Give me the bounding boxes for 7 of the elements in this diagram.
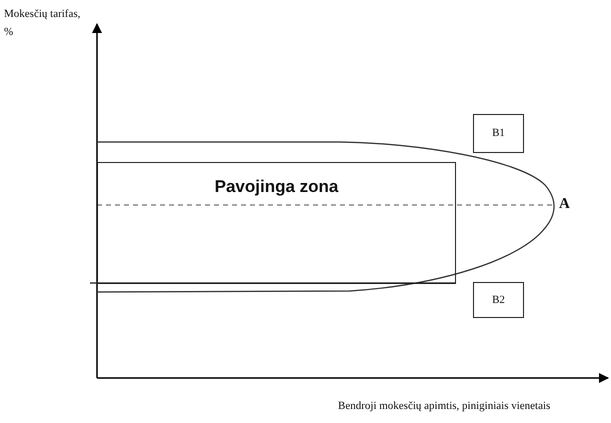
x-axis-label: Bendroji mokesčių apimtis, piniginiais vienetais: [338, 399, 550, 414]
point-tag: B1: [473, 114, 524, 153]
point-label: A: [559, 195, 570, 214]
point-tag: B2: [473, 282, 524, 318]
zone-label: Pavojinga zona: [214, 177, 338, 198]
y-axis-label: Mokesčių tarifas, %: [4, 7, 82, 40]
zone-box: [97, 162, 456, 284]
